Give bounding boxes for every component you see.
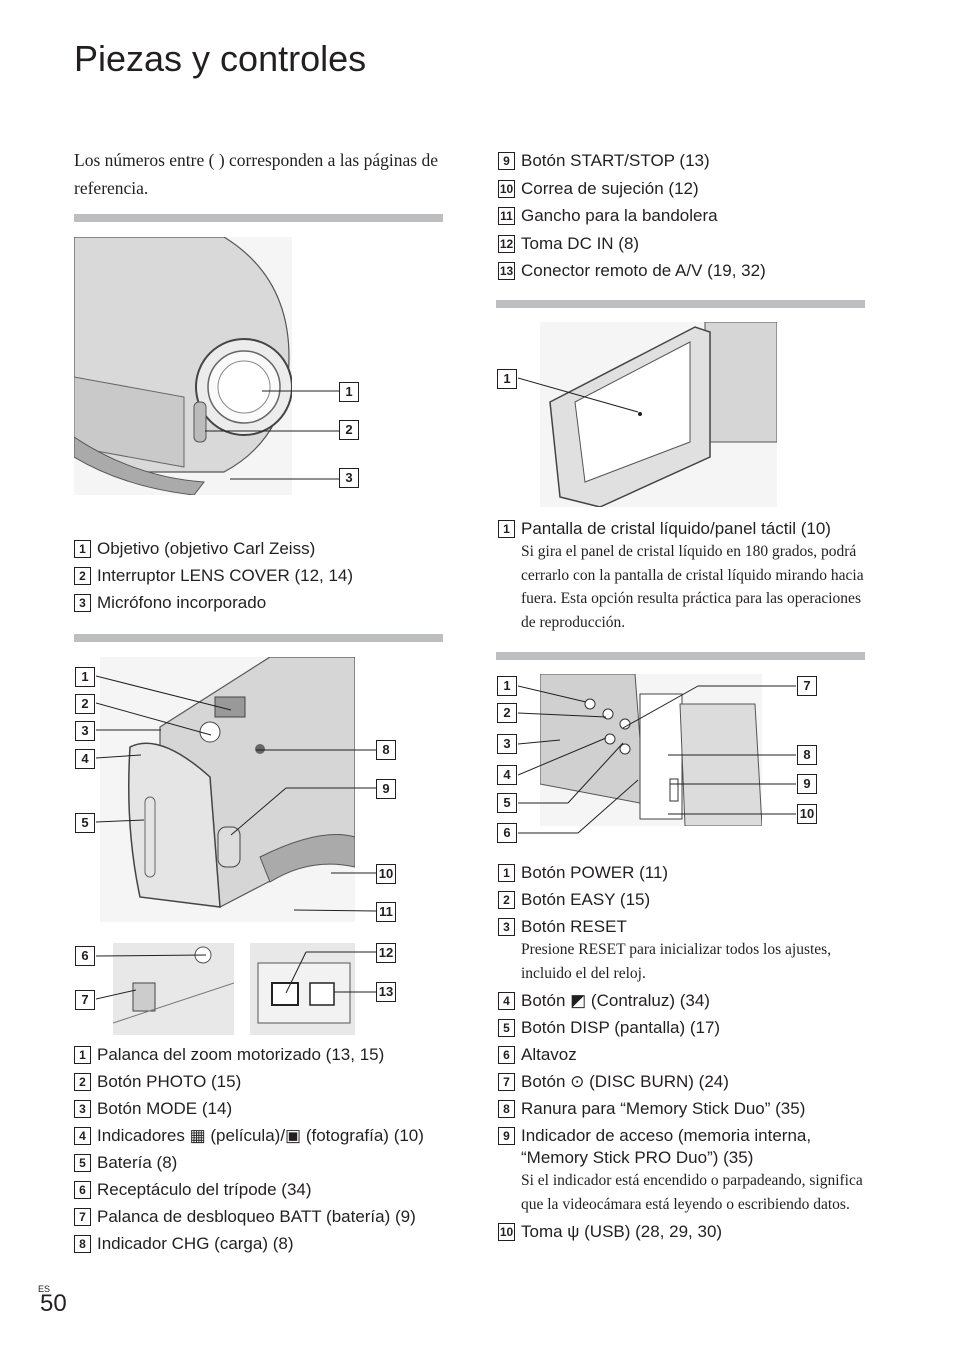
- callout-5: 5: [497, 793, 517, 813]
- callout-3: 3: [75, 721, 95, 741]
- intro-text: Los números entre ( ) corresponden a las…: [74, 150, 438, 198]
- callout-2: 2: [497, 703, 517, 723]
- callout-13: 13: [376, 982, 396, 1002]
- section-divider: [74, 634, 443, 642]
- callout-3: 3: [497, 734, 517, 754]
- page-title: Piezas y controles: [74, 38, 367, 79]
- callout-1: 1: [497, 369, 517, 389]
- item-note: Si el indicador está encendido o parpade…: [521, 1172, 863, 1213]
- callout-7: 7: [75, 990, 95, 1010]
- callout-1: 1: [75, 667, 95, 687]
- callout-4: 4: [497, 765, 517, 785]
- callout-2: 2: [339, 420, 359, 440]
- dc-in-illustration: [250, 943, 355, 1035]
- callout-lines: [518, 685, 796, 834]
- page-number: 50: [40, 1290, 67, 1317]
- language-code: ES: [38, 1284, 51, 1294]
- callout-12: 12: [376, 943, 396, 963]
- callout-11: 11: [376, 902, 396, 922]
- callout-2: 2: [75, 694, 95, 714]
- camera-top-illustration: [100, 656, 356, 922]
- lcd-panel-illustration: [540, 321, 778, 508]
- section-divider: [496, 300, 865, 308]
- item-note: Presione RESET para inicializar todos lo…: [521, 941, 832, 982]
- tripod-socket-illustration: [112, 943, 235, 1035]
- callout-7: 7: [797, 676, 817, 696]
- callout-9: 9: [797, 774, 817, 794]
- lcd-side-illustration: [539, 673, 763, 827]
- callout-6: 6: [497, 823, 517, 843]
- callout-10: 10: [797, 804, 817, 824]
- camera-front-illustration: [73, 236, 293, 496]
- callout-4: 4: [75, 749, 95, 769]
- callout-1: 1: [497, 676, 517, 696]
- item-note: Si gira el panel de cristal líquido en 1…: [521, 543, 864, 631]
- callout-1: 1: [339, 382, 359, 402]
- callout-9: 9: [376, 779, 396, 799]
- section-divider: [74, 214, 443, 222]
- callout-5: 5: [75, 813, 95, 833]
- callout-lines: [518, 377, 639, 413]
- section-divider: [496, 652, 865, 660]
- callout-3: 3: [339, 468, 359, 488]
- callout-lines: [96, 675, 377, 1000]
- callout-8: 8: [797, 745, 817, 765]
- callout-8: 8: [376, 740, 396, 760]
- callout-6: 6: [75, 946, 95, 966]
- callout-lines: [205, 390, 340, 480]
- callout-10: 10: [376, 864, 396, 884]
